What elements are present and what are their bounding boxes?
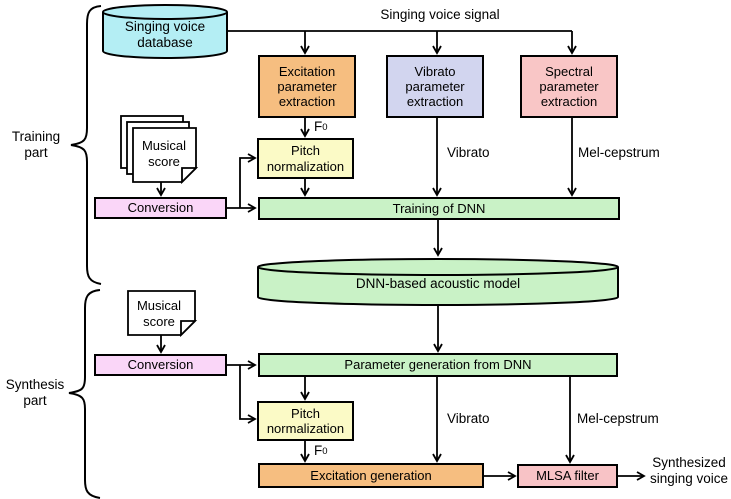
- synthesis-part-label: Synthesis part: [5, 376, 65, 408]
- synthesized-output-label: Synthesized singing voice: [649, 454, 729, 486]
- vibrato-extraction-box: Vibrato parameter extraction: [386, 55, 484, 118]
- conversion-synth-box: Conversion: [94, 354, 227, 376]
- pitch-normalization-synth-box: Pitch normalization: [257, 401, 354, 441]
- singing-voice-signal-label: Singing voice signal: [380, 6, 500, 22]
- conversion-train-box: Conversion: [94, 197, 227, 219]
- model-cylinder-body: [257, 267, 619, 306]
- vibrato-synth-label: Vibrato: [447, 411, 490, 427]
- mel-cepstrum-synth-label: Mel-cepstrum: [577, 411, 659, 427]
- model-cylinder-top: [257, 258, 619, 276]
- excitation-extraction-box: Excitation parameter extraction: [258, 55, 356, 118]
- spectral-extraction-box: Spectral parameter extraction: [520, 55, 618, 118]
- training-part-label: Training part: [11, 128, 61, 160]
- synthesis-part-brace: [68, 289, 101, 499]
- database-label: Singing voice database: [124, 18, 206, 50]
- excitation-generation-box: Excitation generation: [258, 463, 484, 488]
- arrow-conversion-to-pitchnorm-synth: [239, 365, 257, 424]
- acoustic-model-label: DNN-based acoustic model: [355, 275, 521, 291]
- parameter-generation-box: Parameter generation from DNN: [258, 353, 618, 377]
- musical-score-synth-doc: [127, 290, 198, 338]
- training-dnn-box: Training of DNN: [258, 197, 620, 220]
- musical-score-train-doc: [120, 115, 199, 185]
- training-part-brace: [70, 5, 102, 285]
- arrow-conversion-to-pitchnorm-train: [239, 153, 257, 208]
- database-cylinder-top: [102, 4, 228, 20]
- database-cylinder-body: [102, 12, 228, 59]
- mel-cepstrum-train-label: Mel-cepstrum: [578, 145, 660, 161]
- musical-score-synth-label: Musical score: [136, 298, 182, 329]
- pitch-normalization-train-box: Pitch normalization: [257, 138, 354, 179]
- mlsa-filter-box: MLSA filter: [517, 464, 618, 488]
- musical-score-train-label: Musical score: [141, 138, 187, 169]
- vibrato-train-label: Vibrato: [447, 145, 490, 161]
